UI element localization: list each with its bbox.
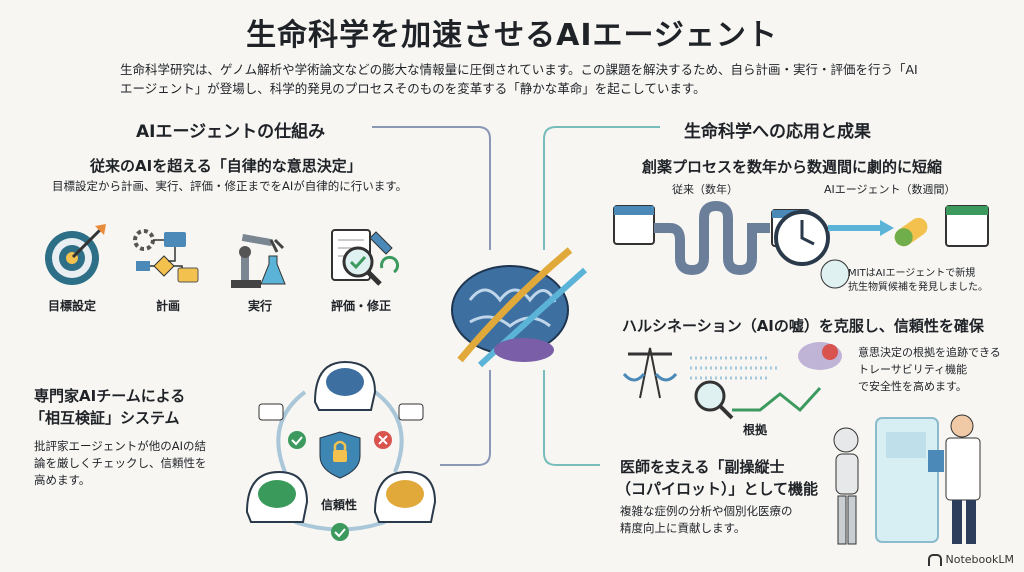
team-desc-line3: 高めます。 bbox=[34, 473, 91, 487]
team-desc-line1: 批評家エージェントが他のAIの結 bbox=[34, 439, 207, 453]
peer-review-diagram bbox=[245, 360, 437, 541]
team-desc-line2: 論を厳しくチェックし、信頼性を bbox=[34, 456, 207, 470]
evidence-trace-graphic bbox=[622, 342, 842, 420]
drug-label-ai: AIエージェント（数週間） bbox=[824, 183, 956, 196]
left-section-title: AIエージェントの仕組み bbox=[136, 122, 326, 142]
step-label-goal: 目標設定 bbox=[47, 299, 96, 313]
copilot-desc-line1: 複雑な症例の分析や個別化医療の bbox=[620, 504, 793, 518]
flowchart-icon bbox=[133, 229, 199, 283]
brain-head-left bbox=[245, 470, 309, 523]
autonomy-title: 従来のAIを超える「自律的な意思決定」 bbox=[90, 157, 362, 175]
drug-note-line2: 抗生物質候補を発見しました。 bbox=[848, 282, 988, 293]
target-icon bbox=[45, 224, 106, 285]
notebooklm-logo-icon bbox=[927, 553, 942, 566]
drug-title: 創薬プロセスを数年から数週間に劇的に短縮 bbox=[642, 158, 943, 176]
robot-arm-icon bbox=[231, 233, 286, 288]
evidence-label: 根拠 bbox=[743, 423, 768, 437]
copilot-desc-line2: 精度向上に貢献します。 bbox=[620, 521, 746, 535]
footer-brand: NotebookLM bbox=[927, 553, 1014, 566]
right-section-title: 生命科学への応用と成果 bbox=[684, 122, 871, 142]
review-magnifier-icon bbox=[331, 229, 399, 286]
brain-head-top bbox=[313, 360, 377, 411]
footer-label: NotebookLM bbox=[945, 553, 1014, 566]
hallucination-title: ハルシネーション（AIの嘘）を克服し、信頼性を確保 bbox=[622, 317, 984, 335]
hallucination-desc-line1: 意思決定の根拠を追跡できる bbox=[858, 346, 1001, 359]
trust-label: 信頼性 bbox=[320, 498, 357, 512]
robot-doctor-illustration bbox=[833, 414, 981, 545]
drug-label-old: 従来（数年） bbox=[672, 183, 738, 196]
team-title-line1: 専門家AIチームによる bbox=[34, 387, 186, 405]
brain-head-right bbox=[373, 470, 437, 523]
hallucination-desc-line2: トレーサビリティ機能 bbox=[858, 363, 968, 376]
step-label-execute: 実行 bbox=[247, 299, 272, 313]
hallucination-desc-line3: で安全性を高めます。 bbox=[858, 380, 967, 393]
step-label-review: 評価・修正 bbox=[330, 299, 391, 313]
copilot-title-line1: 医師を支える「副操縦士 bbox=[620, 458, 785, 476]
intro-text: 生命科学研究は、ゲノム解析や学術論文などの膨大な情報量に圧倒されています。この課… bbox=[120, 62, 918, 96]
autonomy-desc: 目標設定から計画、実行、評価・修正までをAIが自律的に行います。 bbox=[52, 179, 408, 193]
drug-timeline-graphic bbox=[613, 200, 989, 289]
copilot-title-line2: （コパイロット）」として機能 bbox=[616, 480, 819, 498]
drug-note-line1: MITはAIエージェントで新規 bbox=[848, 268, 976, 279]
team-title-line2: 「相互検証」システム bbox=[30, 409, 180, 427]
ai-brain-dna-icon bbox=[451, 247, 587, 368]
step-label-plan: 計画 bbox=[155, 299, 180, 313]
page-title: 生命科学を加速させるAIエージェント bbox=[246, 18, 778, 53]
